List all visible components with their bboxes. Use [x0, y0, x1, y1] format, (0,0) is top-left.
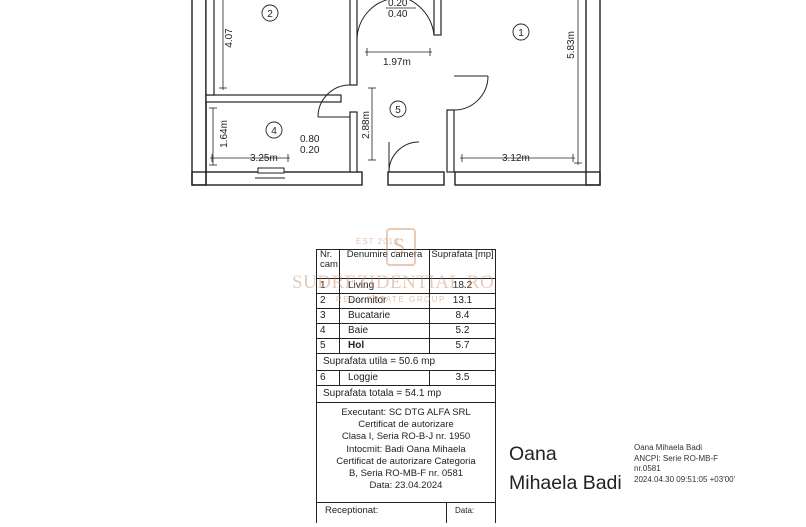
room-nr: 5 [317, 339, 340, 353]
info-line: Clasa I, Seria RO-B-J nr. 1950 [341, 431, 471, 443]
room-area-table: Nr. cam. Denumire camera Suprafata [mp] … [316, 249, 496, 523]
table-row: 2 Dormitor 13.1 [317, 294, 495, 309]
room-area: 8.4 [455, 310, 470, 321]
received-label: Receptionat: [317, 503, 447, 523]
bottom-windows [255, 167, 285, 179]
interior-walls [205, 0, 455, 173]
room-name: Hol [340, 339, 430, 353]
dim-room4-height: 1.64m [219, 120, 230, 148]
dim-hall-width: 1.97m [383, 57, 411, 68]
door-arcs [317, 0, 489, 173]
dim-room4-width: 3.25m [250, 153, 278, 164]
table-header: Nr. cam. Denumire camera Suprafata [mp] [317, 250, 495, 279]
floor-plan: 2 1 4 5 4.07 0.20 0.40 1.97m 5.83m 2.88m… [191, 0, 601, 186]
total-area-row: Suprafata totala = 54.1 mp [317, 386, 495, 403]
room-area: 5.7 [455, 340, 470, 351]
stamp-line: Oana Mihaela Badi [634, 443, 703, 452]
room-area: 18.2 [452, 280, 473, 291]
dim-window-b: 0.20 [300, 145, 320, 156]
room-number-1: 1 [518, 28, 524, 39]
info-line: Intocmit: Badi Oana Mihaela [346, 443, 466, 455]
info-block: Executant: SC DTG ALFA SRL Certificat de… [317, 403, 495, 503]
dim-window-a: 0.80 [300, 134, 320, 145]
table-row: 5 Hol 5.7 [317, 339, 495, 354]
dim-small-top: 0.20 [388, 0, 408, 9]
room-nr: 3 [317, 309, 340, 323]
room-area: 5.2 [455, 325, 470, 336]
signature-line: Oana [509, 443, 557, 465]
loggia-nr: 6 [317, 371, 340, 385]
header-area: Suprafata [mp] [431, 249, 494, 260]
room-number-2: 2 [267, 9, 273, 20]
useful-area-row: Suprafata utila = 50.6 mp [317, 354, 495, 371]
room-name: Living [340, 279, 430, 293]
room-nr: 1 [317, 279, 340, 293]
useful-area: Suprafata utila = 50.6 mp [323, 356, 436, 367]
room-area: 13.1 [452, 295, 473, 306]
dim-room1-width: 3.12m [502, 153, 530, 164]
reception-row: Receptionat: Data: [317, 503, 495, 523]
header-name: Denumire camera [340, 250, 430, 278]
stamp-line: 2024.04.30 09:51:05 +03'00' [634, 474, 736, 484]
date-label: Data: [455, 506, 475, 515]
info-line: B, Seria RO-MB-F nr. 0581 [348, 468, 464, 480]
dim-room2-height: 4.07 [224, 28, 235, 48]
room-name: Bucatarie [340, 309, 430, 323]
info-line: Executant: SC DTG ALFA SRL [341, 407, 471, 418]
room-nr: 4 [317, 324, 340, 338]
table-row: 1 Living 18.2 [317, 279, 495, 294]
info-line: Certificat de autorizare [358, 419, 454, 431]
dim-room1-height: 5.83m [566, 31, 577, 59]
room-number-5: 5 [395, 105, 401, 116]
loggia-area: 3.5 [455, 372, 470, 383]
info-line: Data: 23.04.2024 [369, 480, 443, 492]
room-name: Dormitor [340, 294, 430, 308]
room-markers [261, 4, 530, 139]
signature-name: Oana Mihaela Badi [509, 440, 622, 498]
table-row: 3 Bucatarie 8.4 [317, 309, 495, 324]
room-nr: 2 [317, 294, 340, 308]
table-row: 4 Baie 5.2 [317, 324, 495, 339]
room-name: Baie [340, 324, 430, 338]
digital-stamp: Oana Mihaela Badi ANCPI: Serie RO-MB-F n… [634, 443, 735, 485]
dimension-lines [209, 0, 582, 166]
total-area: Suprafata totala = 54.1 mp [323, 388, 442, 399]
loggia-name: Loggie [340, 371, 430, 385]
header-nr: Nr. cam. [317, 250, 341, 278]
info-line: Certificat de autorizare Categoria [336, 455, 476, 467]
stamp-line: ANCPI: Serie RO-MB-F [634, 453, 719, 463]
stamp-line: nr.0581 [634, 464, 661, 473]
loggia-row: 6 Loggie 3.5 [317, 371, 495, 386]
room-number-4: 4 [271, 126, 277, 137]
dim-small-top2: 0.40 [388, 9, 408, 20]
dim-hall-height: 2.88m [361, 111, 372, 139]
signature-line: Mihaela Badi [509, 472, 622, 494]
